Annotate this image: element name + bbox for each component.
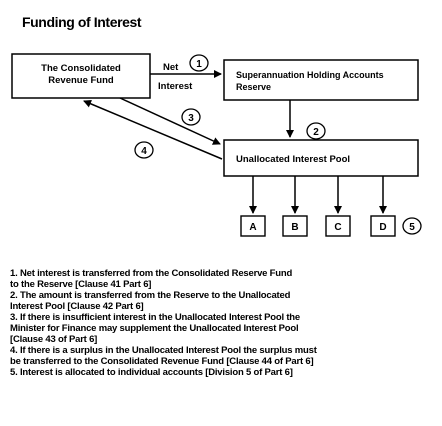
note-4: 4. If there is a surplus in the Unalloca… <box>10 345 430 367</box>
note-3-line-3: [Clause 43 of Part 6] <box>10 334 98 345</box>
marker-1-label: 1 <box>196 59 202 70</box>
note-2-line-1: 2. The amount is transferred from the Re… <box>10 290 291 301</box>
marker-2-label: 2 <box>313 127 319 138</box>
account-box-d: D <box>370 215 396 237</box>
account-b-label: B <box>291 222 298 233</box>
net-interest-label-line1: Net <box>163 62 179 73</box>
note-1: 1. Net interest is transferred from the … <box>10 268 430 290</box>
account-c-label: C <box>334 222 341 233</box>
note-4-line-2: be transferred to the Consolidated Reven… <box>10 356 314 367</box>
net-interest-label-line2: Interest <box>158 81 193 92</box>
unallocated-interest-pool-box: Unallocated Interest Pool <box>223 139 419 177</box>
marker-5-circle <box>402 217 422 235</box>
page-title: Funding of Interest <box>22 14 142 30</box>
flow-diagram: The Consolidated Revenue Fund Superannua… <box>11 53 422 237</box>
marker-3-label: 3 <box>188 113 194 124</box>
account-box-c: C <box>325 215 351 237</box>
crf-label-line2: Revenue Fund <box>48 75 114 86</box>
crf-label-line1: The Consolidated <box>41 63 121 74</box>
shar-label-line2: Reserve <box>236 82 271 92</box>
marker-1-circle <box>189 54 209 72</box>
marker-5-label: 5 <box>409 222 415 233</box>
marker-2-circle <box>306 122 326 140</box>
note-2: 2. The amount is transferred from the Re… <box>10 290 430 312</box>
note-3-line-2: Minister for Finance may supplement the … <box>10 323 299 334</box>
holding-accounts-reserve-box: Superannuation Holding Accounts Reserve <box>223 59 419 101</box>
note-5: 5. Interest is allocated to individual a… <box>10 367 430 378</box>
marker-3-circle <box>181 108 201 126</box>
arrow-surplus <box>83 100 223 160</box>
account-box-b: B <box>282 215 308 237</box>
note-1-line-1: 1. Net interest is transferred from the … <box>10 268 293 279</box>
account-box-a: A <box>240 215 266 237</box>
account-a-label: A <box>249 222 256 233</box>
arrow-supplement <box>119 97 221 145</box>
note-2-line-2: Interest Pool [Clause 42 Part 6] <box>10 301 144 312</box>
note-5-line-1: 5. Interest is allocated to individual a… <box>10 367 293 378</box>
note-4-line-1: 4. If there is a surplus in the Unalloca… <box>10 345 317 356</box>
notes-list: 1. Net interest is transferred from the … <box>10 268 430 378</box>
marker-4-label: 4 <box>141 146 147 157</box>
note-3: 3. If there is insufficient interest in … <box>10 312 430 345</box>
shar-label-line1: Superannuation Holding Accounts <box>236 70 384 80</box>
account-d-label: D <box>379 222 386 233</box>
note-1-line-2: to the Reserve [Clause 41 Part 6] <box>10 279 152 290</box>
uip-label: Unallocated Interest Pool <box>236 154 350 165</box>
consolidated-revenue-fund-box: The Consolidated Revenue Fund <box>11 53 151 99</box>
marker-4-circle <box>134 141 154 159</box>
note-3-line-1: 3. If there is insufficient interest in … <box>10 312 300 323</box>
